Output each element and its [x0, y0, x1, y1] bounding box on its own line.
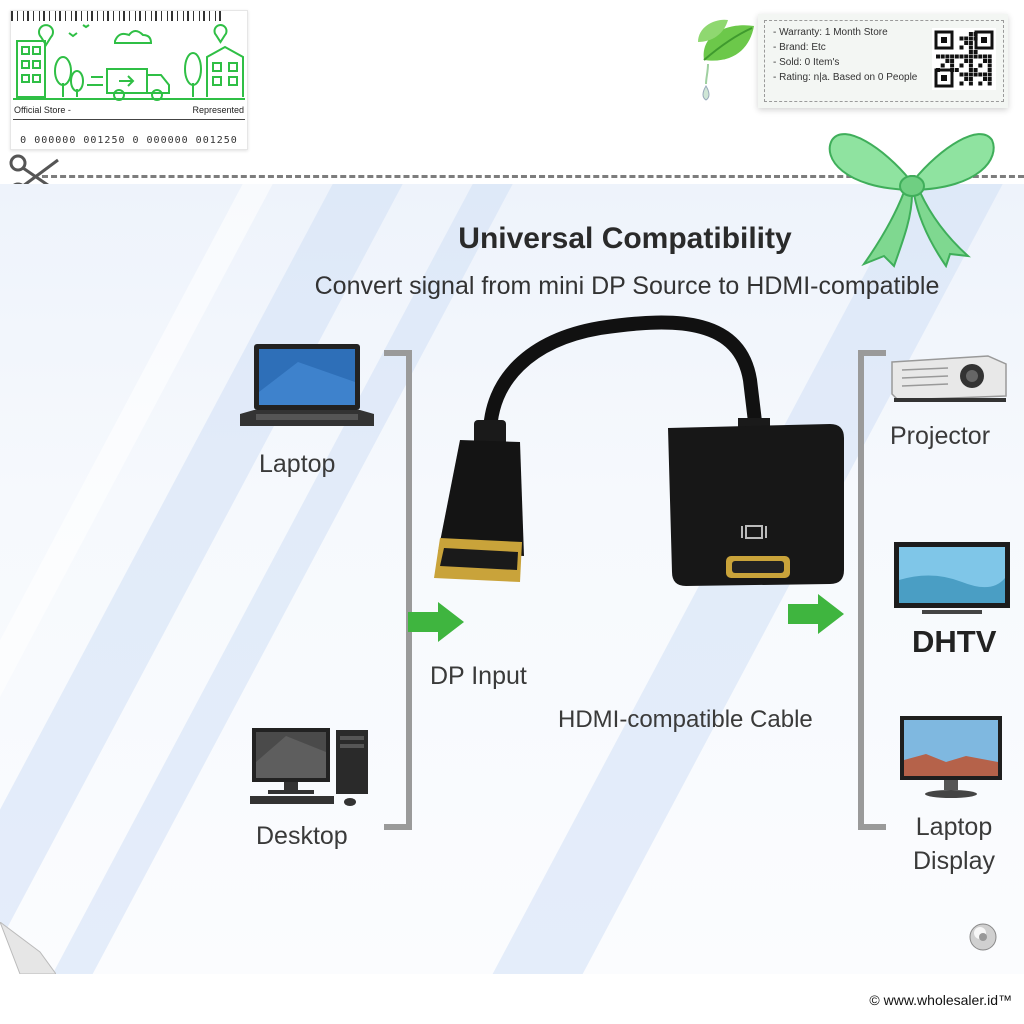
barcode-number: 0 000000 001250 0 000000 001250: [20, 135, 238, 146]
page-subtitle: Convert signal from mini DP Source to HD…: [314, 272, 940, 300]
city-delivery-truck-illustration: [13, 24, 245, 101]
green-ribbon-bow-icon: [828, 133, 995, 268]
store-divider: [13, 119, 245, 120]
dp-input-label: DP Input: [430, 662, 527, 690]
info-card-dashed-frame: - Warranty: 1 Month Store - Brand: Etc -…: [764, 20, 1004, 102]
monitor-display-icon: [900, 716, 1002, 798]
store-represented-label: Represented: [192, 105, 244, 115]
source-desktop-label: Desktop: [256, 822, 348, 850]
output-bracket: [858, 350, 886, 830]
projector-icon: [891, 355, 1007, 402]
page-title: Universal Compatibility: [458, 222, 792, 255]
arrow-right-icon: [788, 594, 844, 634]
leaf-water-drop-icon: [698, 19, 754, 101]
source-bracket: [384, 350, 412, 830]
sold-text: - Sold: 0 Item's: [773, 57, 840, 68]
dp-to-hdmi-adapter-image: [434, 315, 844, 586]
output-laptop-display-label: Laptop Display: [913, 813, 995, 875]
pushpin-icon: [969, 923, 997, 951]
hdmi-cable-label: HDMI-compatible Cable: [558, 706, 813, 733]
copyright-text: © www.wholesaler.id™: [869, 992, 1012, 1008]
warranty-text: - Warranty: 1 Month Store: [773, 27, 888, 38]
desktop-computer-icon: [250, 728, 368, 806]
store-badge: Official Store - Represented 0 000000 00…: [10, 10, 248, 150]
qr-code-icon: [932, 28, 996, 90]
source-laptop-label: Laptop: [259, 450, 336, 478]
output-projector-label: Projector: [890, 422, 991, 450]
rating-text: - Rating: n|a. Based on 0 People: [773, 72, 918, 83]
television-icon: [894, 542, 1010, 614]
arrow-right-icon: [408, 602, 464, 642]
brand-text: - Brand: Etc: [773, 42, 826, 53]
laptop-icon: [240, 344, 374, 426]
store-official-label: Official Store -: [14, 105, 71, 115]
barcode-icon: [11, 11, 221, 21]
output-dhtv-label: DHTV: [912, 624, 997, 659]
page-curl-icon: [0, 922, 56, 974]
cut-line-divider: [42, 175, 1024, 178]
